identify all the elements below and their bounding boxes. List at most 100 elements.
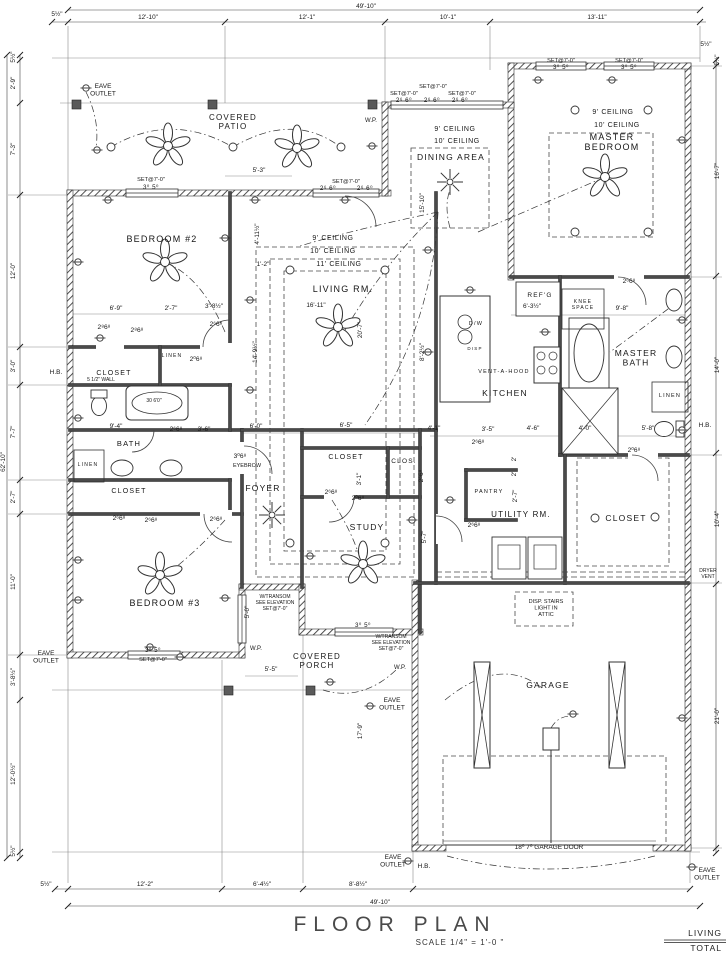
- linen-cabinet: [651, 381, 689, 413]
- light-fixture-icon: [285, 538, 295, 548]
- interior-wall: [464, 518, 518, 522]
- dimension-tick: [712, 449, 720, 457]
- dimension-tick: [16, 476, 24, 484]
- chandelier-arm: [262, 505, 270, 513]
- knee-space-desk: [561, 288, 605, 330]
- dimension-tick: [299, 885, 307, 893]
- outlet-icon: [102, 196, 114, 204]
- door-swing-arc: [617, 276, 647, 306]
- fixtures-layer: [71, 99, 689, 846]
- garage-post-brace: [608, 661, 626, 769]
- light-fixture-icon: [380, 265, 390, 275]
- fan-hub: [600, 172, 610, 182]
- door-label: 2⁰6⁸: [628, 446, 641, 454]
- fan-blade: [292, 124, 302, 146]
- chandelier-icon: [437, 169, 463, 195]
- window-label: 3⁰ 5⁰: [143, 184, 159, 191]
- door-swing-arc: [328, 496, 355, 523]
- dimension-tick: [16, 191, 24, 199]
- porch-column: [367, 99, 378, 110]
- interior-wall: [413, 581, 690, 585]
- dimension-tick: [712, 56, 720, 64]
- range-burner: [536, 365, 546, 375]
- dim-label: 6'-9": [110, 305, 123, 312]
- dim-label: 5'-3": [253, 167, 266, 174]
- outlet-icon: [422, 246, 434, 254]
- dim-label: 4'-6": [527, 425, 540, 432]
- room-label: CLOSET: [328, 454, 363, 461]
- outlet-icon: [72, 414, 84, 422]
- dim-label: 8'-2½": [418, 343, 426, 361]
- light-fixture-icon: [650, 512, 660, 522]
- ceiling-dashed-box: [576, 457, 670, 567]
- dim-label: 12'-0½": [9, 763, 17, 785]
- ceiling-dashed-box: [269, 258, 401, 565]
- note-label: 18⁰ 7⁰ GARAGE DOOR: [515, 843, 584, 851]
- window-label: 2⁶ 6⁰: [452, 97, 468, 104]
- door-swing-arc: [202, 319, 231, 348]
- note-label: W.P.: [394, 665, 406, 671]
- room-label: LINEN: [78, 462, 99, 468]
- wiring-arc: [609, 299, 681, 353]
- dim-label: 5'-5": [265, 666, 278, 673]
- outlet-icon: [364, 702, 376, 710]
- door-label: 2⁶6⁸: [468, 522, 481, 529]
- ceiling-label: 10' CEILING: [594, 122, 640, 129]
- door-label: 2⁶6⁸: [145, 517, 158, 524]
- fan-blade: [155, 551, 165, 573]
- dimension-tick: [712, 62, 720, 70]
- dim-label: 5'-8": [642, 425, 655, 432]
- door-opening: [436, 514, 444, 544]
- outlet-icon: [532, 76, 544, 84]
- dim-label: 16'-11": [306, 302, 325, 309]
- electrical-symbols: [72, 76, 698, 871]
- dim-label: 6'-3½": [523, 302, 541, 310]
- toilet-tank: [90, 389, 108, 399]
- kitchen-sink: [457, 314, 473, 330]
- note-label: SET@7'-0": [419, 84, 447, 90]
- exterior-wall: [381, 101, 389, 197]
- window-label: 2⁶ 6⁰: [396, 97, 412, 104]
- range-burner: [536, 351, 546, 361]
- fan-blade: [600, 153, 610, 175]
- note-label: H.B.: [699, 422, 712, 429]
- drawing-title: FLOOR PLAN: [293, 913, 496, 936]
- outlet-icon: [72, 596, 84, 604]
- dim-label: 62'-10": [0, 452, 7, 472]
- dim-label: 2': [511, 457, 518, 462]
- dimension-tick: [16, 51, 24, 59]
- ceiling-fan-icon: [145, 122, 191, 166]
- dim-label: 5½": [51, 10, 62, 18]
- light-fixture-icon: [643, 227, 653, 237]
- room-label: VENT-A-HOOD: [478, 369, 529, 375]
- dim-label: 7'-3": [10, 143, 17, 156]
- dim-label: 10'-1": [440, 14, 456, 21]
- chandelier-arm: [274, 517, 282, 525]
- outlet-icon: [686, 863, 698, 871]
- fan-hub: [292, 143, 302, 153]
- dim-label: 20'-7": [357, 322, 364, 338]
- ceiling-dashed-box: [514, 591, 574, 627]
- dim-label: 6'-0": [250, 423, 263, 430]
- outlet-icon: [219, 234, 231, 242]
- interior-wall: [228, 478, 232, 516]
- door-label: 2⁶6⁸: [472, 439, 485, 446]
- interior-wall: [418, 428, 422, 634]
- outlet-icon: [244, 386, 256, 394]
- door-label: 2⁶6⁸: [623, 278, 636, 285]
- outlet-icon: [539, 328, 551, 336]
- outlet-icon: [402, 857, 414, 865]
- door-label: 2⁰6⁸: [190, 355, 203, 363]
- fan-hub: [163, 141, 173, 151]
- ceiling-label: 10' CEILING: [310, 248, 356, 255]
- dim-label: 5½": [9, 51, 17, 62]
- room-label: LINEN: [659, 393, 681, 399]
